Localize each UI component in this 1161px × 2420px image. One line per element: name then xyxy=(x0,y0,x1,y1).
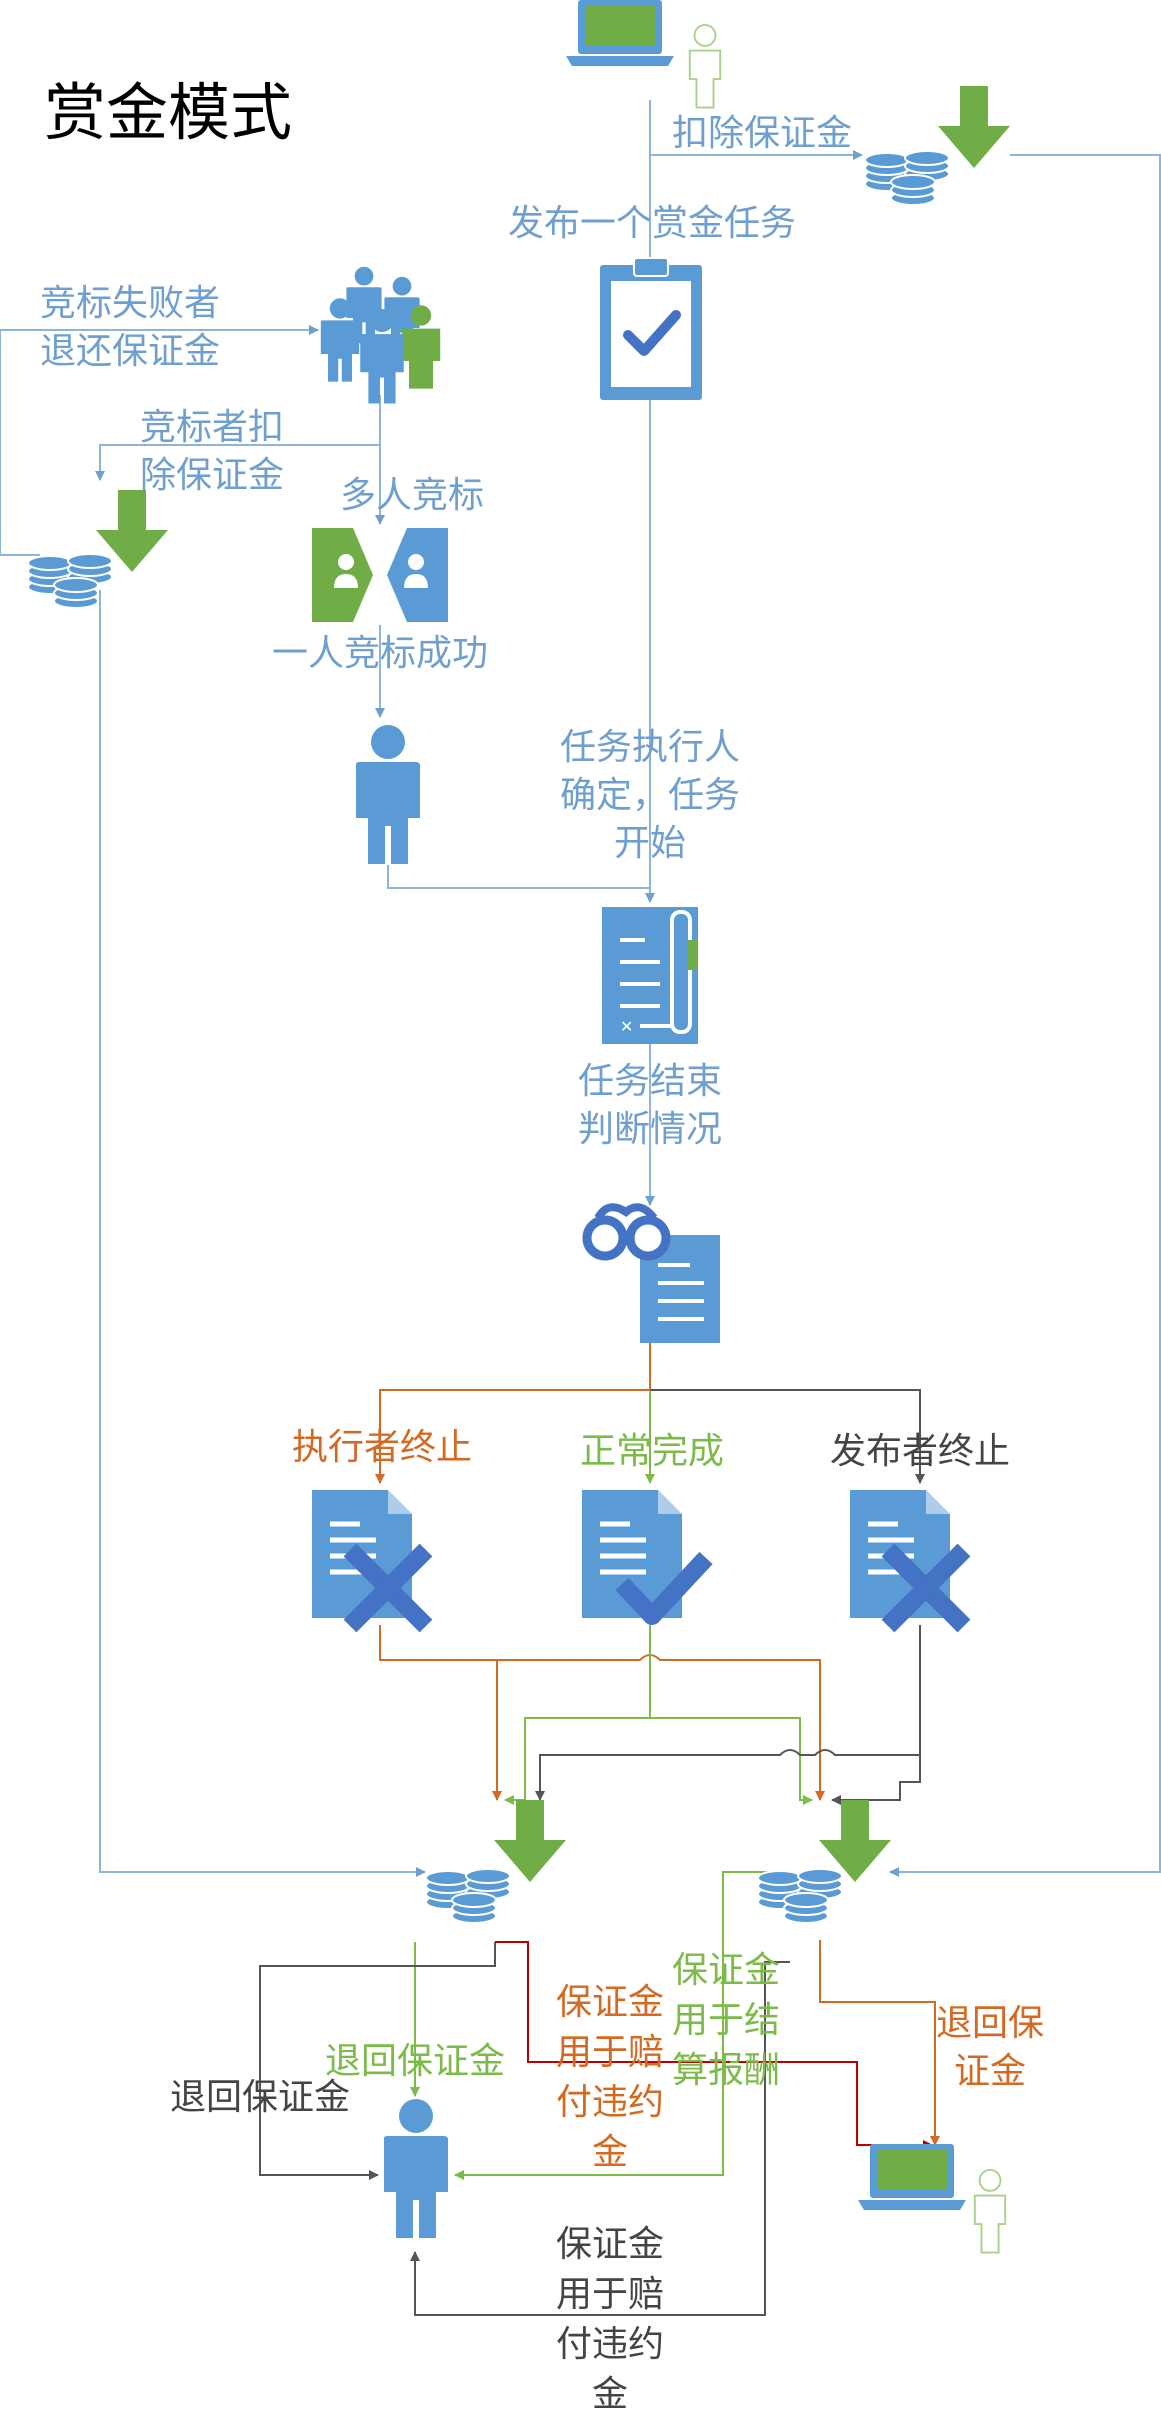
label-task-end-judge: 任务结束 判断情况 xyxy=(578,1061,723,1150)
connector-left-pool-refund-gray xyxy=(259,1942,496,2180)
coins-icon xyxy=(864,150,950,206)
connector-bid-fail-refund xyxy=(0,325,319,556)
normal-complete-doc-icon xyxy=(582,1490,713,1625)
connector-normal-to-left-pool xyxy=(504,1625,651,1805)
connector-right-pool-refund-publisher xyxy=(819,1940,940,2146)
connector-to-executor-terminate xyxy=(375,1342,651,1484)
label-publish-task: 发布一个赏金任务 xyxy=(508,203,797,244)
label-settle-reward: 保证金 用于结 算报酬 xyxy=(672,1950,781,2091)
clipboard-check-icon xyxy=(600,257,702,400)
coins-icon xyxy=(757,1868,843,1924)
label-compensate-gray: 保证金 用于赔 付违约 金 xyxy=(556,2224,665,2415)
label-executor-terminate: 执行者终止 xyxy=(292,1427,473,1468)
publisher-person-icon xyxy=(973,2168,1007,2254)
label-normal-complete: 正常完成 xyxy=(580,1431,725,1472)
label-bidder-deduct: 竞标者扣 除保证金 xyxy=(140,407,285,496)
connector-to-publisher-terminate xyxy=(650,1389,925,1484)
publisher-laptop-icon xyxy=(566,0,674,66)
label-multi-bid: 多人竞标 xyxy=(340,475,485,516)
publisher-person-icon xyxy=(688,23,722,109)
label-refund-deposit-gray: 退回保证金 xyxy=(170,2077,351,2118)
connector-right-pool-compensate xyxy=(410,1961,790,2316)
label-deduct-deposit-top: 扣除保证金 xyxy=(672,113,853,154)
document-pen-icon: ✕ xyxy=(602,907,698,1044)
connector-pub-term-to-left-pool xyxy=(535,1749,920,1801)
publisher-terminate-doc-icon xyxy=(850,1490,971,1633)
label-executor-confirmed: 任务执行人 确定，任务 开始 xyxy=(560,727,741,864)
page-title: 赏金模式 xyxy=(44,76,293,149)
connector-pub-term-to-right-pool xyxy=(831,1625,921,1805)
label-publisher-terminate: 发布者终止 xyxy=(830,1431,1011,1472)
connector-exec-term-to-right-pool xyxy=(497,1654,825,1801)
connector-right-pool-settle xyxy=(454,1871,790,2180)
svg-text:✕: ✕ xyxy=(620,1017,633,1036)
executor-terminate-doc-icon xyxy=(312,1490,433,1633)
connector-left-pool-compensate xyxy=(495,1941,933,2150)
connector-normal-to-right-pool xyxy=(650,1717,813,1805)
connector-left-deposit-down xyxy=(99,590,426,1877)
green-down-arrow-icon xyxy=(494,1800,566,1882)
label-refund-deposit-orange: 退回保 证金 xyxy=(936,2003,1045,2092)
publisher-laptop-icon xyxy=(858,2144,966,2210)
connector-executor-to-task xyxy=(387,865,650,889)
label-compensate-orange: 保证金 用于赔 付违约 金 xyxy=(556,1982,665,2173)
review-glasses-icon xyxy=(582,1203,720,1343)
label-one-bid-success: 一人竞标成功 xyxy=(272,633,489,674)
executor-person-icon xyxy=(356,725,420,864)
label-refund-deposit-green: 退回保证金 xyxy=(325,2041,506,2082)
bidding-compete-icon xyxy=(312,528,448,622)
executor-person-icon xyxy=(384,2099,448,2238)
connector-exec-term-to-left-pool xyxy=(379,1625,502,1801)
label-bid-fail-refund: 竞标失败者 退还保证金 xyxy=(40,283,221,372)
connector-bidder-deduct xyxy=(95,395,381,481)
coins-icon xyxy=(425,1868,511,1924)
connector-right-deposit-down xyxy=(889,154,1161,1877)
bidder-group-icon xyxy=(320,266,441,404)
